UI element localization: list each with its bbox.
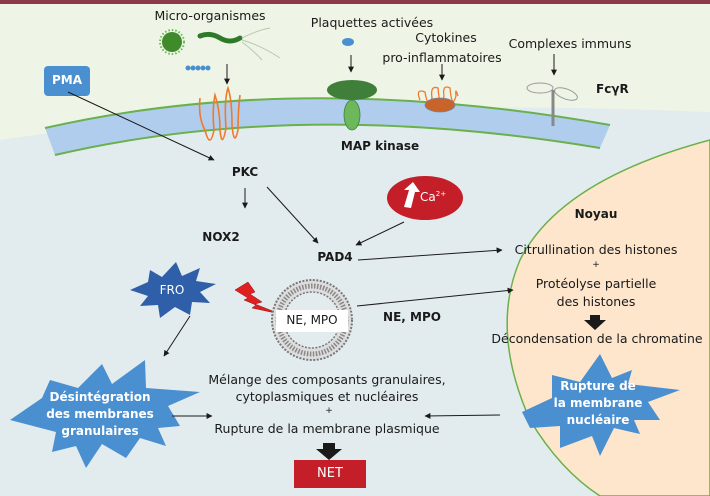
melange-label-line2: cytoplasmiques et nucléaires	[235, 389, 419, 404]
plus-mixing: +	[325, 406, 333, 416]
melange-label-line1: Mélange des composants granulaires,	[208, 372, 446, 387]
micro-organismes-label: Micro-organismes	[154, 8, 266, 23]
pma-box	[44, 66, 90, 96]
granule-icon	[271, 279, 353, 361]
desintegration-label-line2: des membranes	[46, 407, 154, 421]
membrane-outer-line	[44, 97, 611, 129]
proteolyse-label-line2: des histones	[556, 294, 636, 309]
cytokines-label-line2: pro-inflammatoires	[382, 50, 502, 65]
calcium-ellipse	[387, 176, 463, 220]
arrow-granule-to-proteolysis	[356, 287, 514, 307]
ne-mpo-label: NE, MPO	[383, 310, 441, 324]
membrane-inner-line	[54, 123, 601, 156]
granule-label: NE, MPO	[286, 313, 338, 327]
desintegration-label-line3: granulaires	[61, 424, 139, 438]
thick-arrow-to-decondensation	[584, 315, 606, 330]
virus-icon	[159, 29, 185, 55]
arrow-rupture-to-mixing	[424, 412, 501, 419]
up-arrow-icon	[404, 182, 420, 208]
rupture-nucleaire-label-line1: Rupture de	[560, 379, 636, 393]
top-border	[0, 0, 710, 4]
calcium-charge: 2+	[435, 190, 447, 198]
fro-star	[130, 262, 216, 318]
flagella-icon	[241, 27, 281, 61]
arrow-pkc-to-pad4	[266, 186, 319, 244]
arrow-pad4-to-citrullination	[357, 247, 503, 261]
noyau-label: Noyau	[574, 207, 618, 221]
rupture-nucleaire-label-line3: nucléaire	[566, 413, 630, 427]
net-box	[294, 460, 366, 488]
arrow-calcium-to-pad4	[355, 221, 405, 246]
plus-nucleus: +	[592, 260, 600, 270]
lightning-bolt-icon	[234, 281, 281, 315]
arrow-fro-to-desintegration	[163, 315, 191, 357]
calcium-symbol: Ca	[420, 190, 436, 204]
rupture-nucleaire-star	[522, 354, 680, 456]
plasma-membrane	[45, 98, 610, 155]
decondensation-label: Décondensation de la chromatine	[491, 331, 703, 346]
fro-label: FRO	[159, 283, 185, 297]
desintegration-label-line1: Désintégration	[49, 390, 151, 404]
platelet-icon	[342, 38, 354, 46]
fc-receptor-loop-left	[526, 82, 554, 94]
fc-receptor-loop-right	[554, 87, 578, 101]
map-kinase-label: MAP kinase	[340, 139, 420, 153]
net-label: NET	[317, 466, 343, 481]
cytokines-label-line1: Cytokines	[415, 30, 477, 45]
map-kinase-receptor	[343, 99, 361, 131]
platelet-receptor-top	[327, 80, 377, 100]
rupture-plasmique-label: Rupture de la membrane plasmique	[214, 421, 440, 436]
streptococcus-icon	[185, 65, 211, 71]
calcium-label: Ca2+	[420, 190, 446, 204]
pad4-label: PAD4	[317, 250, 353, 264]
arrow-pma-to-pkc	[67, 91, 215, 161]
desintegration-star	[10, 360, 200, 468]
bacterium-icon	[197, 31, 243, 44]
fcgr-label: FcγR	[596, 82, 629, 96]
plaquettes-label: Plaquettes activées	[310, 15, 434, 30]
rupture-nucleaire-label-line2: la membrane	[553, 396, 643, 410]
cytokine-receptor-icon	[424, 97, 456, 113]
citrullination-label: Citrullination des histones	[514, 242, 678, 257]
nox2-label: NOX2	[202, 230, 240, 244]
tlr-receptor-icon	[198, 85, 241, 141]
complexes-immuns-label: Complexes immuns	[508, 36, 632, 51]
pma-label: PMA	[51, 73, 83, 87]
proteolyse-label-line1: Protéolyse partielle	[535, 276, 657, 291]
pkc-label: PKC	[231, 165, 259, 179]
thick-arrow-to-net	[316, 443, 342, 460]
